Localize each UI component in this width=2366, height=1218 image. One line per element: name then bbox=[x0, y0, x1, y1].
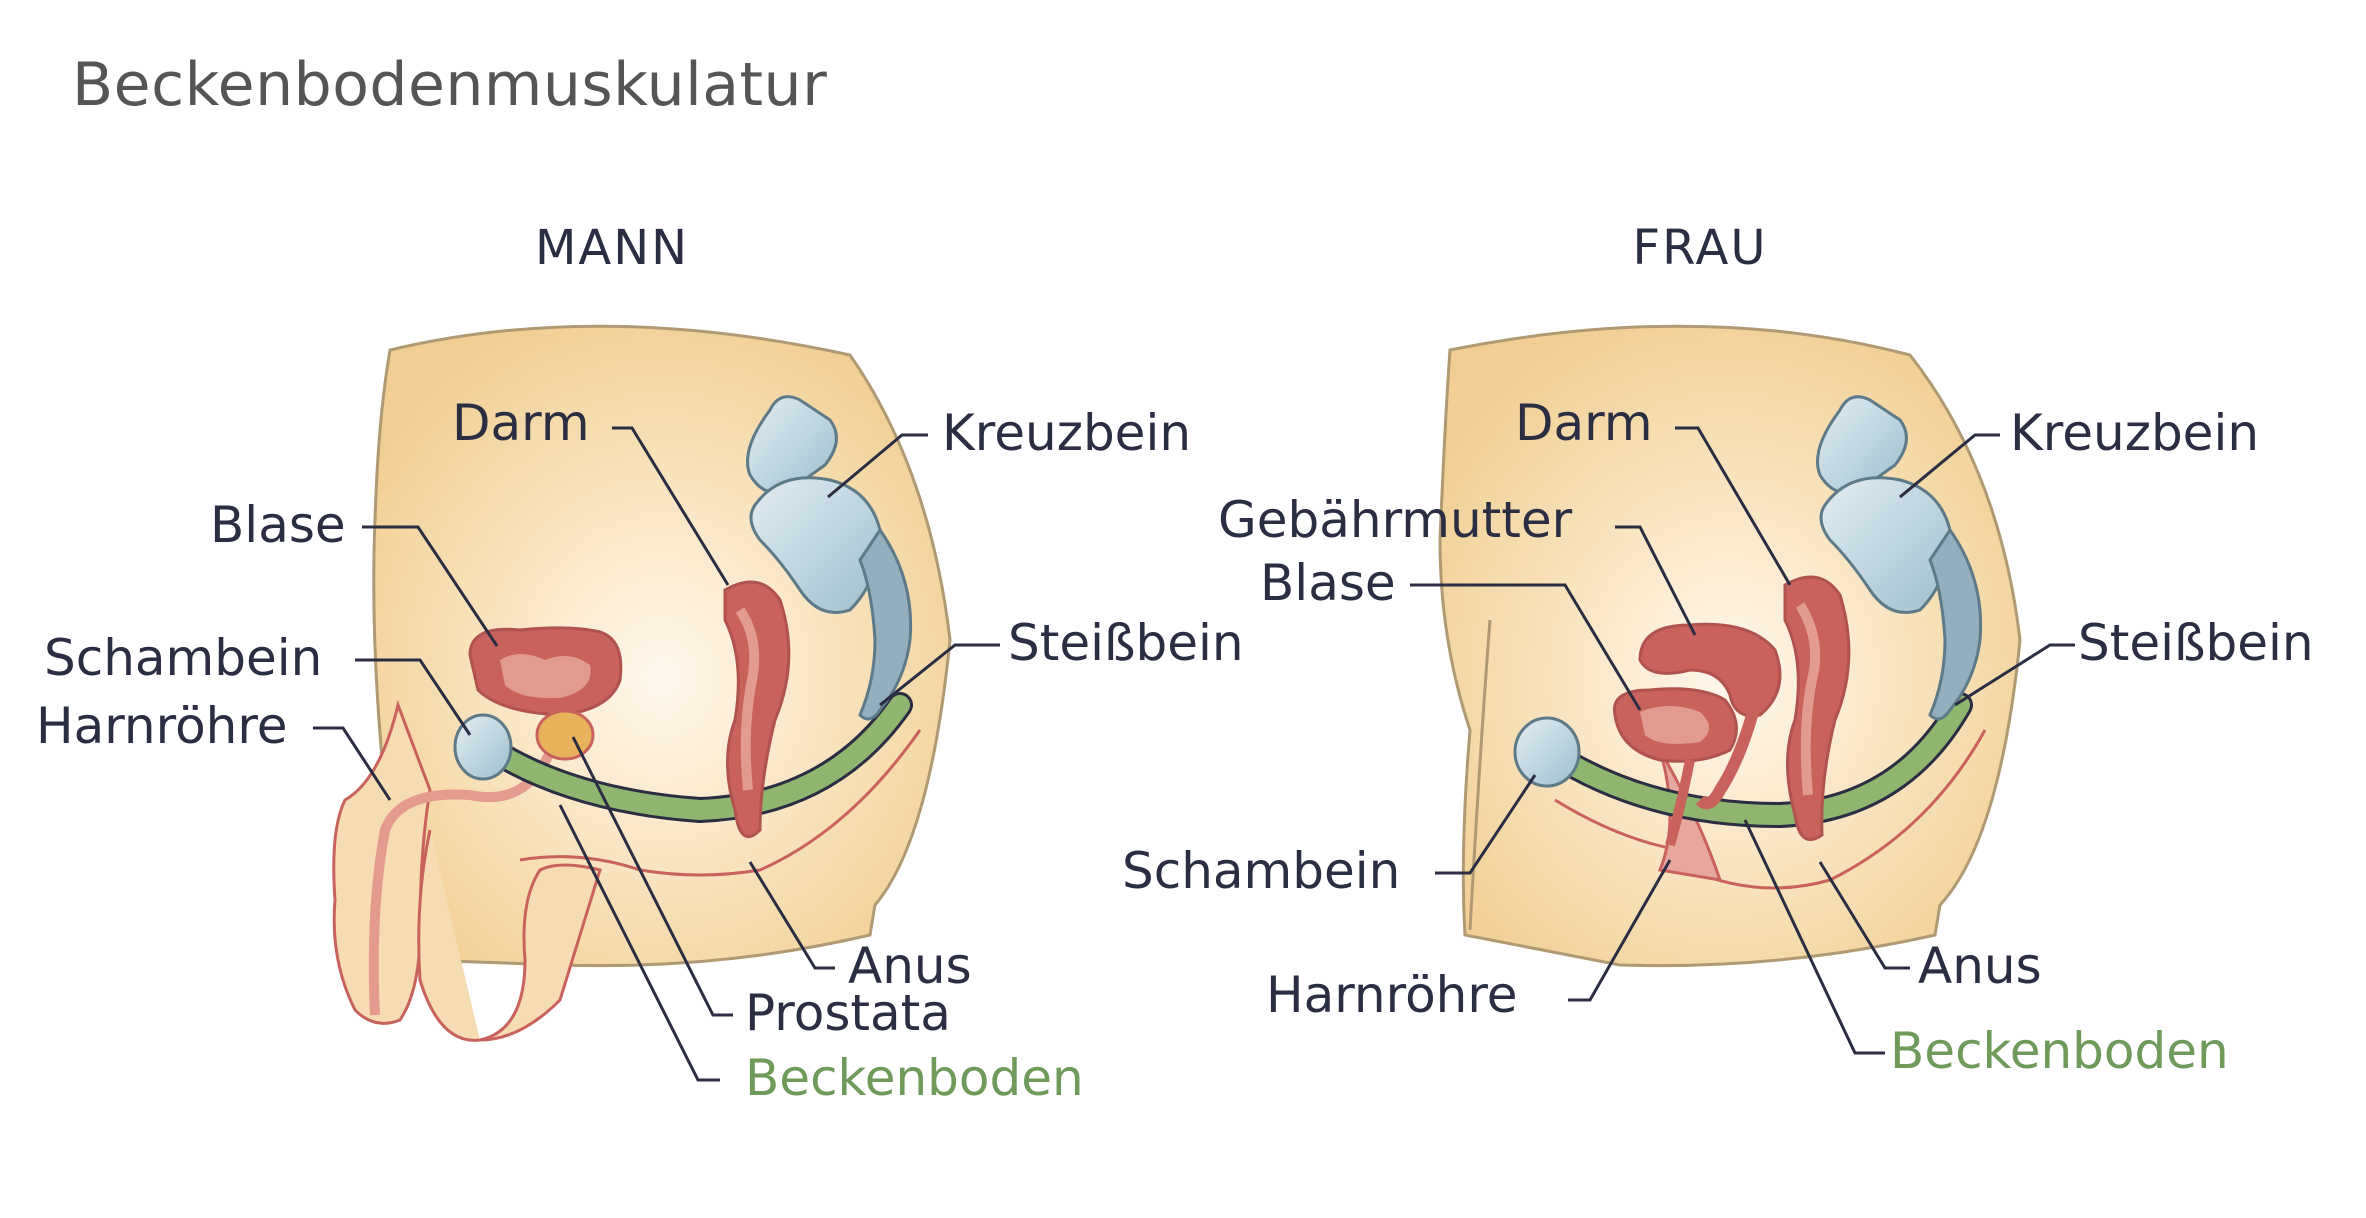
male-label-beckenboden: Beckenboden bbox=[745, 1049, 1084, 1107]
male-figure bbox=[332, 324, 952, 1042]
male-rectum-shape bbox=[723, 580, 791, 839]
female-label-steissbein: Steißbein bbox=[2078, 614, 2314, 672]
female-figure bbox=[1438, 324, 2022, 968]
male-label-schambein: Schambein bbox=[44, 629, 322, 687]
female-urethra-shape bbox=[1665, 759, 1695, 847]
female-pubic-bone-shape bbox=[1513, 716, 1581, 788]
female-label-beckenboden: Beckenboden bbox=[1890, 1022, 2229, 1080]
female-coccyx-shape bbox=[1928, 527, 1983, 721]
male-label-steissbein: Steißbein bbox=[1008, 614, 1244, 672]
male-label-blase: Blase bbox=[210, 496, 346, 554]
male-leader-lines bbox=[313, 426, 1000, 1082]
page-title: Beckenbodenmuskulatur bbox=[72, 50, 828, 120]
male-label-harnroehre: Harnröhre bbox=[36, 697, 288, 755]
female-label-darm: Darm bbox=[1515, 394, 1653, 452]
male-label-prostata: Prostata bbox=[745, 984, 951, 1042]
female-heading: FRAU bbox=[1633, 220, 1768, 276]
female-label-kreuzbein: Kreuzbein bbox=[2010, 404, 2259, 462]
female-label-gebaermutter: Gebährmutter bbox=[1218, 491, 1573, 549]
male-label-anus: Anus bbox=[848, 937, 972, 995]
male-coccyx-shape bbox=[858, 527, 913, 721]
male-prostate-shape bbox=[535, 709, 595, 761]
female-rectum-shape bbox=[1783, 575, 1851, 841]
male-label-kreuzbein: Kreuzbein bbox=[942, 404, 1191, 462]
male-label-darm: Darm bbox=[452, 394, 590, 452]
female-label-schambein: Schambein bbox=[1122, 842, 1400, 900]
female-leader-lines bbox=[1410, 426, 2075, 1055]
female-label-blase: Blase bbox=[1260, 554, 1396, 612]
male-heading: MANN bbox=[535, 220, 689, 276]
female-label-anus: Anus bbox=[1918, 937, 2042, 995]
male-scrotum bbox=[417, 829, 602, 1042]
female-label-harnroehre: Harnröhre bbox=[1266, 966, 1518, 1024]
